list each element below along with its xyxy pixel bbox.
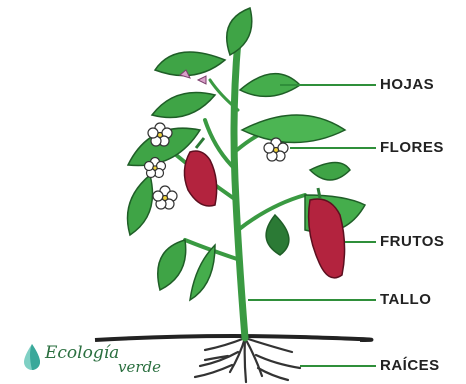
label-leaves: HOJAS (380, 76, 434, 93)
label-roots: RAÍCES (380, 357, 440, 374)
ground-line (95, 336, 371, 340)
leader-flowers (290, 147, 376, 149)
logo-line2: verde (118, 358, 161, 376)
root-icon (195, 338, 300, 382)
label-fruits: FRUTOS (380, 233, 444, 250)
drop-logo-icon (22, 343, 42, 371)
logo-line1: Ecología (45, 343, 119, 363)
leader-leaves (280, 84, 376, 86)
label-stem: TALLO (380, 291, 431, 308)
leader-fruits (345, 241, 376, 243)
label-flowers: FLORES (380, 139, 444, 156)
leader-roots (300, 365, 376, 367)
leader-stem (248, 299, 376, 301)
